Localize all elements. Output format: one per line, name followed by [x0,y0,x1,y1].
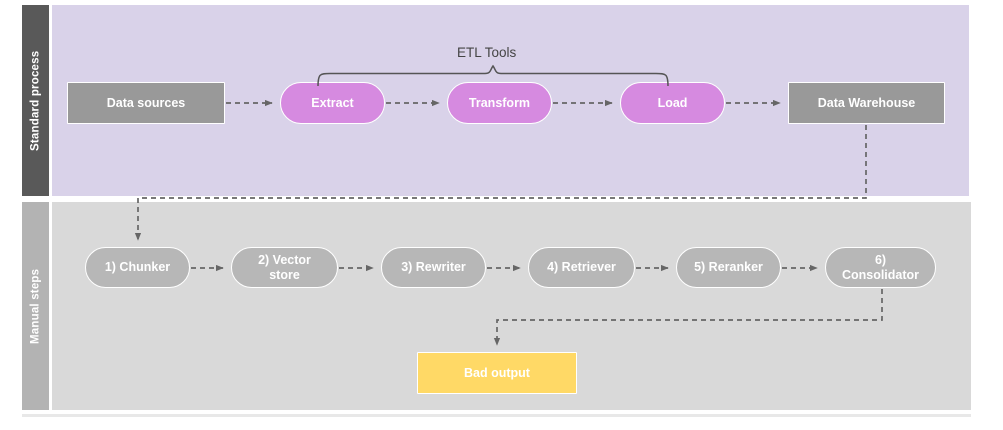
etl-tools-bracket-label: ETL Tools [457,45,517,60]
node-extract-label: Extract [311,95,354,110]
node-data-warehouse-label: Data Warehouse [817,95,916,110]
node-chunker-label: 1) Chunker [104,260,171,275]
node-bad-output-label: Bad output [464,365,530,380]
node-consolidator-label: 6)Consolidator [841,253,920,282]
node-rewriter[interactable]: 3) Rewriter [381,247,486,288]
node-retriever[interactable]: 4) Retriever [528,247,635,288]
node-load-label: Load [657,95,688,110]
node-reranker-label: 5) Reranker [694,260,763,275]
node-data-warehouse[interactable]: Data Warehouse [788,82,945,124]
node-retriever-label: 4) Retriever [547,260,616,275]
node-data-sources[interactable]: Data sources [67,82,225,124]
node-consolidator[interactable]: 6)Consolidator [825,247,936,288]
node-transform-label: Transform [468,95,531,110]
bottom-divider-rule [22,414,971,417]
swimlane-label-standard-process: Standard process [22,5,49,196]
node-load[interactable]: Load [620,82,725,124]
node-transform[interactable]: Transform [447,82,552,124]
swimlane-label-manual-steps: Manual steps [22,202,49,410]
node-extract[interactable]: Extract [280,82,385,124]
node-rewriter-label: 3) Rewriter [401,260,466,275]
node-chunker[interactable]: 1) Chunker [85,247,190,288]
node-reranker[interactable]: 5) Reranker [676,247,781,288]
node-bad-output[interactable]: Bad output [417,352,577,394]
node-data-sources-label: Data sources [106,95,186,110]
